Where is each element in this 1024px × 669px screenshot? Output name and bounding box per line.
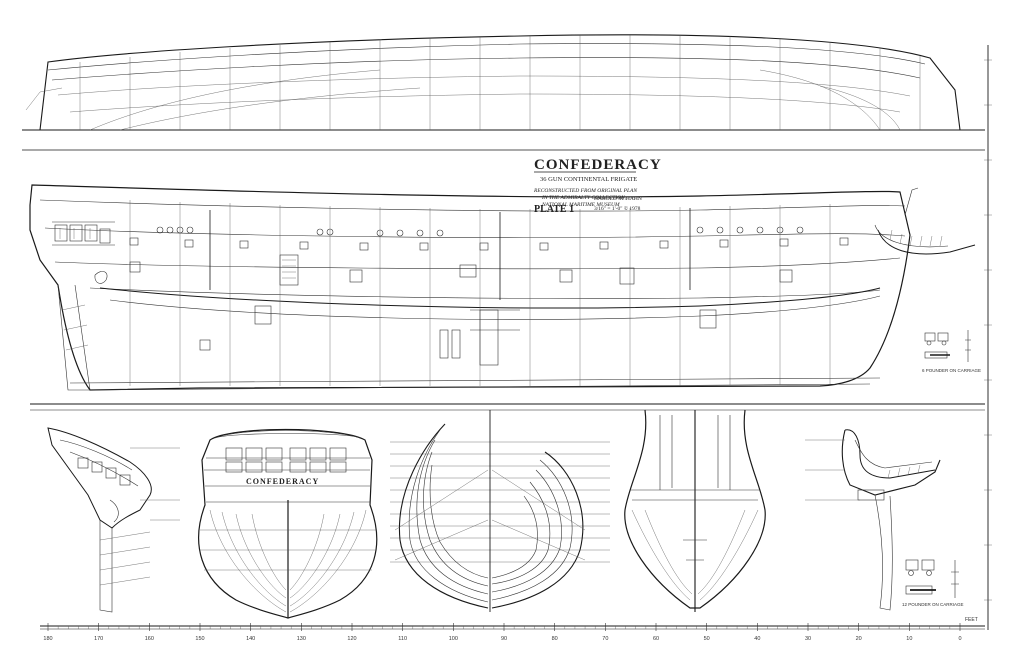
stern-body-lines: [200, 509, 376, 613]
scale-and-date: 3/16" = 1'-0" © 1978: [594, 205, 641, 212]
scale-tick-marks: [47, 623, 961, 631]
scale-tick-label: 170: [94, 636, 103, 642]
scale-tick-label: 150: [195, 636, 204, 642]
body-plan: [390, 410, 610, 612]
ship-type: 36 GUN CONTINENTAL FRIGATE: [540, 176, 637, 183]
scale-tick-label: 130: [297, 636, 306, 642]
body-plan-waterlines: [390, 441, 610, 563]
scale-tick-label: 30: [805, 636, 811, 642]
vertical-margin-rule: [984, 45, 992, 630]
profile-frame-lines: [129, 200, 831, 386]
diagonal-lines: [89, 69, 901, 131]
gun-detail-6pdr: 6 POUNDER ON CARRIAGE: [922, 330, 981, 373]
guns-on-deck: [156, 226, 804, 237]
gun-detail-12pdr: 12 POUNDER ON CARRIAGE: [902, 559, 964, 607]
scale-tick-label: 0: [958, 636, 961, 642]
gun-label-6pdr: 6 POUNDER ON CARRIAGE: [922, 368, 981, 373]
scale-tick-label: 60: [653, 636, 659, 642]
stern-nameboard: CONFEDERACY: [246, 477, 319, 486]
note-line-3: NATIONAL MARITIME MUSEUM: [541, 202, 620, 208]
scale-tick-label: 50: [704, 636, 710, 642]
scale-tick-label: 70: [602, 636, 608, 642]
scale-tick-label: 120: [347, 636, 356, 642]
scale-tick-label: 140: [246, 636, 255, 642]
stern-view: CONFEDERACY: [198, 428, 378, 619]
scale-tick-label: 100: [449, 636, 458, 642]
scale-unit-label: FEET: [965, 617, 978, 623]
scale-tick-label: 90: [501, 636, 507, 642]
stern-galleries: [52, 221, 115, 284]
scale-tick-label: 160: [145, 636, 154, 642]
scale-tick-label: 80: [552, 636, 558, 642]
gun-label-12pdr: 12 POUNDER ON CARRIAGE: [902, 602, 964, 607]
bow-view: [624, 409, 766, 612]
ship-name: CONFEDERACY: [534, 157, 662, 173]
bow-quarter-view: [805, 429, 941, 611]
gun-ports-upper: [129, 237, 849, 251]
scale-tick-label: 40: [754, 636, 760, 642]
author-name: HAROLD M. HAHN: [594, 196, 642, 202]
title-block: CONFEDERACY 36 GUN CONTINENTAL FRIGATE R…: [533, 157, 662, 215]
half-breadth-station-lines: [79, 35, 921, 130]
scale-tick-label: 180: [43, 636, 52, 642]
scale-tick-label: 110: [398, 636, 407, 642]
bow-head: [874, 187, 976, 255]
stern-quarter-view: [47, 427, 180, 613]
inboard-profile: [29, 184, 976, 391]
scale-tick-label: 10: [906, 636, 912, 642]
note-line-1: RECONSTRUCTED FROM ORIGINAL PLAN: [533, 188, 637, 194]
deck-fittings: [129, 208, 793, 366]
note-line-2: IN THE ADMIRALTY COLLECTION,: [541, 195, 627, 201]
stern-windows: [225, 447, 347, 473]
scale-tick-label: 20: [856, 636, 862, 642]
plate-number: PLATE 1: [534, 204, 574, 215]
rudder: [57, 284, 91, 391]
half-breadth-plan: [22, 34, 985, 151]
